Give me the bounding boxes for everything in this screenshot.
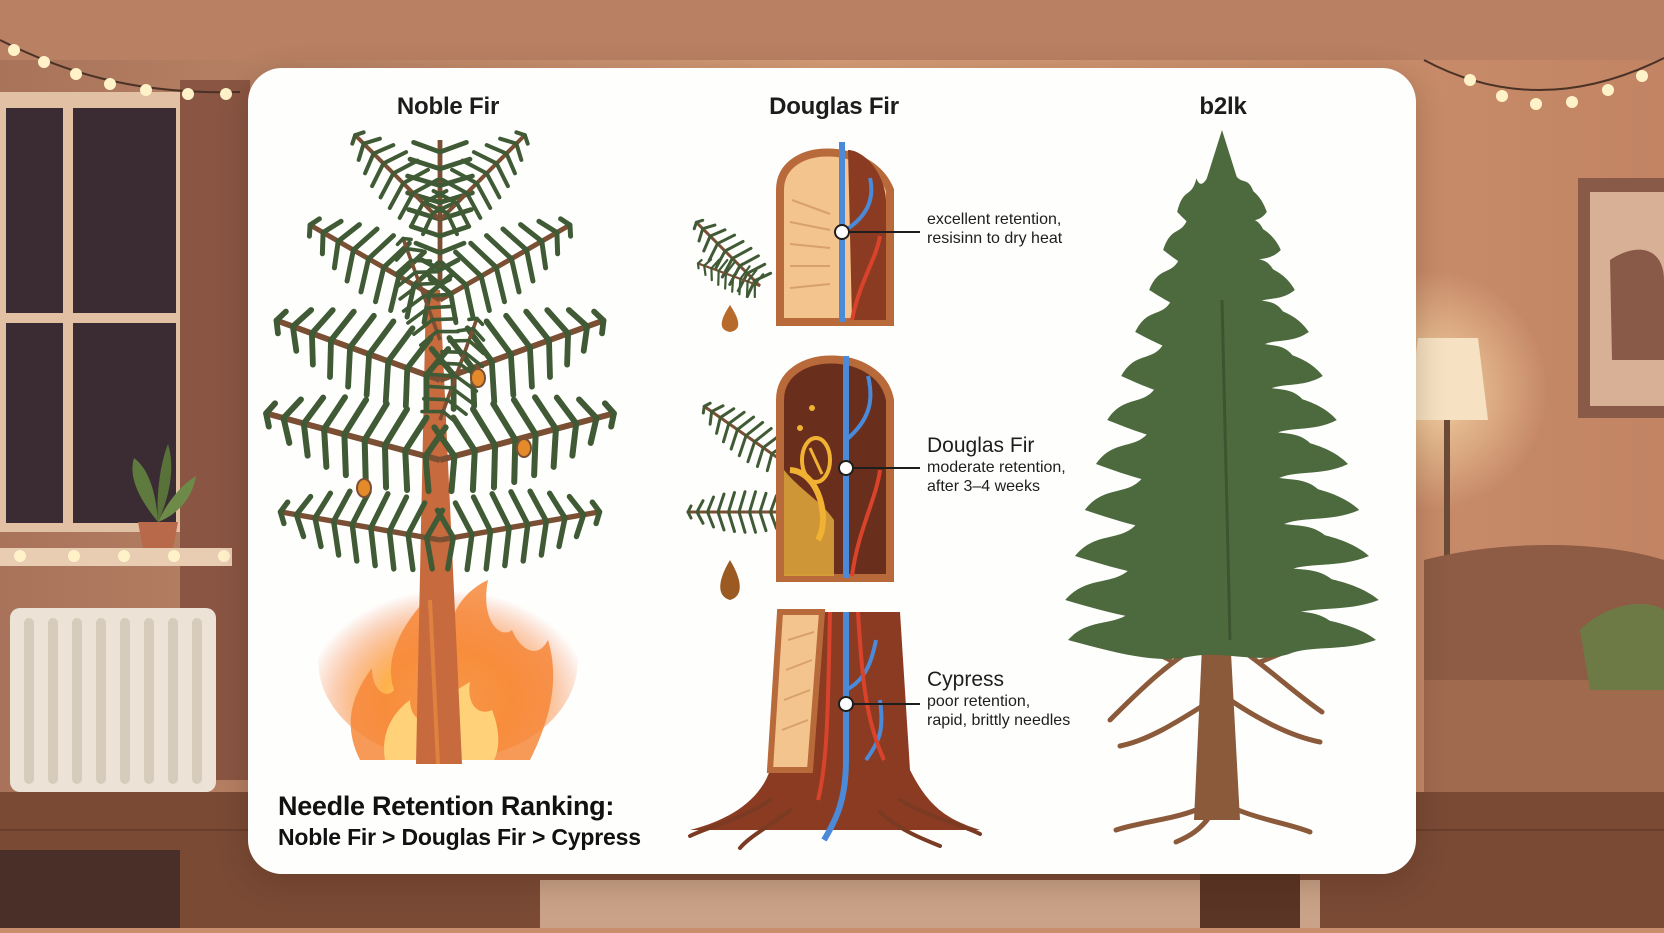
- right-tree-illustration: [1065, 130, 1379, 845]
- ranking-block: Needle Retention Ranking: Noble Fir > Do…: [278, 790, 641, 852]
- radiator: [10, 608, 216, 792]
- callout-douglas-fir: Douglas Fir moderate retention, after 3–…: [927, 434, 1066, 496]
- section-top: [680, 142, 894, 332]
- callout-line: excellent retention,: [927, 211, 1062, 228]
- callout-noble-fir: excellent retention, resisinn to dry hea…: [927, 210, 1062, 248]
- right-column-title: b2lk: [1199, 93, 1247, 120]
- ranking-order: Noble Fir > Douglas Fir > Cypress: [278, 824, 641, 850]
- callout-heading: Cypress: [927, 668, 1005, 691]
- douglas-fir-cross-sections: [680, 142, 982, 850]
- callout-line: after 3–4 weeks: [927, 478, 1040, 495]
- section-bottom-trunk: [688, 609, 982, 850]
- callout-leaders: [834, 224, 920, 712]
- center-column-title: Douglas Fir: [769, 93, 899, 120]
- callout-line: rapid, brittly needles: [927, 712, 1071, 729]
- window: [0, 80, 250, 780]
- callout-line: poor retention,: [927, 693, 1031, 710]
- left-column-title: Noble Fir: [396, 93, 500, 120]
- right-tree-foliage: [1065, 130, 1379, 659]
- ranking-heading: Needle Retention Ranking:: [278, 791, 615, 821]
- noble-fir-illustration: [256, 116, 625, 765]
- callout-line: moderate retention,: [927, 459, 1066, 476]
- callout-heading: Douglas Fir: [927, 434, 1035, 457]
- section-middle: [686, 355, 894, 600]
- callout-line: resisinn to dry heat: [927, 230, 1063, 247]
- potted-plant: [132, 444, 196, 554]
- pine-cone-icons: [356, 368, 532, 498]
- callout-cypress: Cypress poor retention, rapid, brittly n…: [927, 668, 1070, 730]
